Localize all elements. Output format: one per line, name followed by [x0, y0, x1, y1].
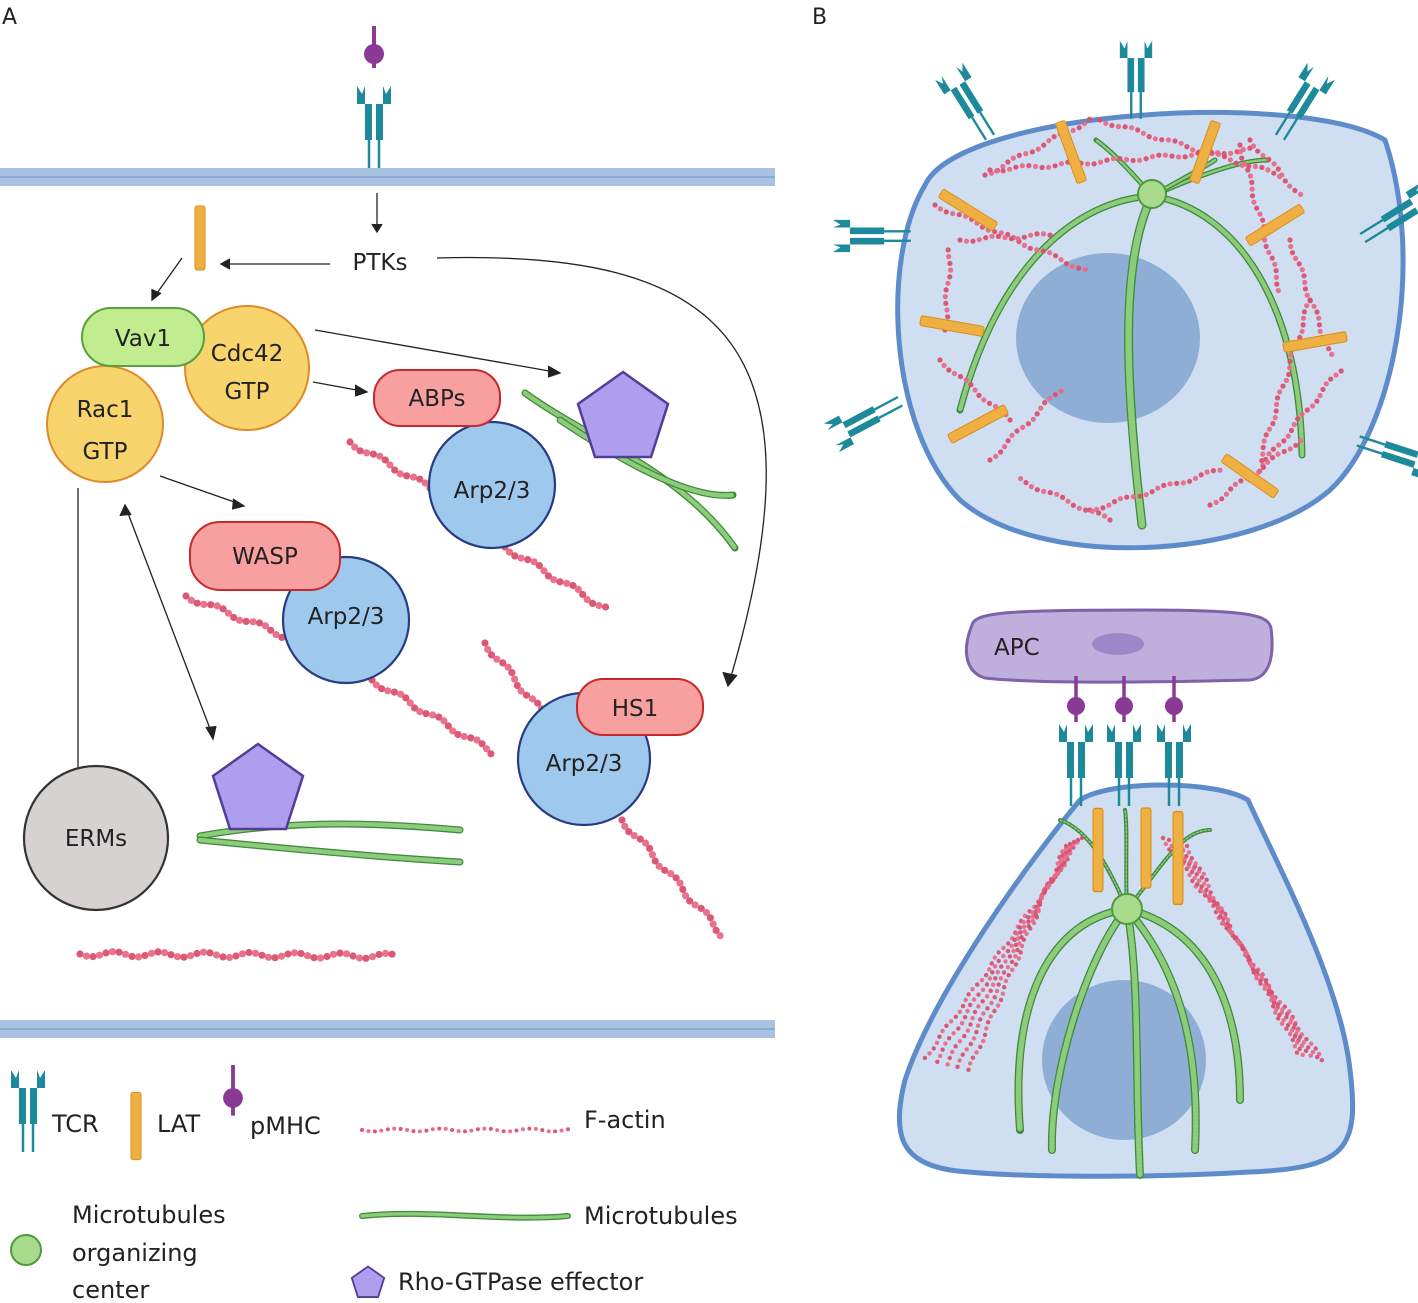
- cdc42-node: [184, 305, 310, 431]
- legend-tcr-icon: [9, 1068, 47, 1154]
- apc-cell: [964, 608, 1274, 684]
- membrane-bottom: [0, 1020, 775, 1038]
- rho-effector-1: [576, 370, 670, 459]
- legend-microtubules-icon: [359, 1210, 571, 1221]
- legend-microtubules-label: Microtubules: [584, 1202, 738, 1230]
- legend-tcr-label: TCR: [51, 1110, 99, 1138]
- legend-mtoc-icon: [10, 1234, 42, 1266]
- nucleus-bottom: [1042, 980, 1206, 1140]
- panel-label-b: B: [812, 5, 827, 30]
- pmhc-top: [364, 26, 384, 68]
- hs1-node: [576, 678, 704, 736]
- hs1-label: HS1: [612, 696, 659, 722]
- mtoc-top: [1137, 179, 1167, 209]
- legend-mtoc-label-1: Microtubules: [72, 1201, 226, 1229]
- erms-label: ERMs: [65, 826, 127, 852]
- arp23-label-1: Arp2/3: [454, 478, 531, 504]
- vav1-node: [81, 307, 205, 367]
- nucleus-top: [1016, 253, 1200, 423]
- legend-pmhc-label: pMHC: [250, 1112, 321, 1140]
- legend-effector-icon: [350, 1265, 386, 1298]
- arp23-node-1: [427, 420, 557, 550]
- legend-pmhc-icon: [221, 1063, 245, 1118]
- legend-lat-icon: [130, 1091, 142, 1161]
- legend-mtoc-label-2: organizing: [72, 1239, 198, 1267]
- legend-factin-icon: [360, 1126, 570, 1134]
- apc-label: APC: [994, 635, 1040, 661]
- arp23-label-3: Arp2/3: [546, 751, 623, 777]
- vav1-label: Vav1: [115, 326, 171, 352]
- apc-nucleus: [1092, 633, 1144, 655]
- wasp-node: [189, 521, 341, 591]
- legend-lat-label: LAT: [157, 1110, 200, 1138]
- abps-label: ABPs: [409, 386, 466, 412]
- legend-effector-label: Rho-GTPase effector: [398, 1268, 643, 1296]
- mtoc-bottom: [1111, 893, 1143, 925]
- lat-top: [194, 205, 206, 271]
- arp23-label-2: Arp2/3: [308, 604, 385, 630]
- rho-effector-2: [211, 742, 305, 831]
- rac1-label-1: Rac1: [77, 397, 134, 423]
- cytoskeleton-resting-cell: [932, 116, 1344, 530]
- cytoskeleton-filaments-a: [76, 389, 739, 962]
- cytoskeleton-activated-cell: [922, 808, 1325, 1179]
- wasp-label: WASP: [232, 544, 298, 570]
- legend-mtoc-label-3: center: [72, 1276, 149, 1303]
- membrane-top: [0, 168, 775, 186]
- panel-label-a: A: [2, 5, 17, 30]
- ptks-label: PTKs: [353, 250, 408, 276]
- rac1-label-2: GTP: [83, 439, 128, 465]
- abps-node: [373, 369, 501, 427]
- cdc42-label-2: GTP: [225, 379, 270, 405]
- cdc42-label-1: Cdc42: [211, 341, 284, 367]
- legend-factin-label: F-actin: [584, 1106, 666, 1134]
- arrows: [68, 193, 767, 781]
- tcr-top: [355, 84, 393, 170]
- erms-node: [22, 764, 170, 912]
